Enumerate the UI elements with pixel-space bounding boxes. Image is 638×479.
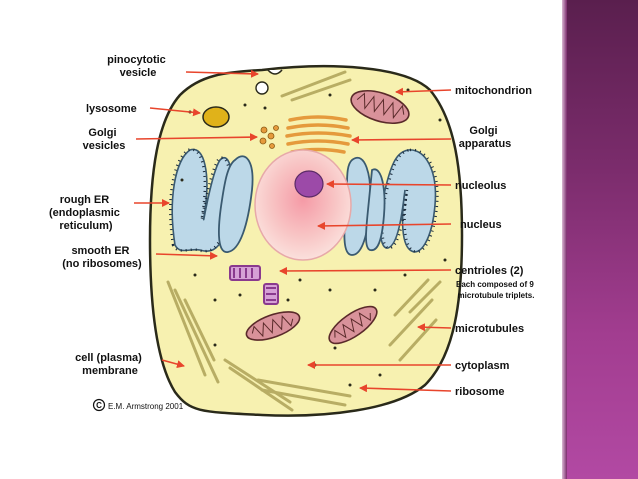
rough-er-right-shape xyxy=(379,148,439,253)
centrioles-note: Each composed of 9 microtubule triplets. xyxy=(456,280,536,300)
nucleus-shape xyxy=(254,149,352,261)
side-panel-edge xyxy=(562,0,567,479)
mitochondrion-label: mitochondrion xyxy=(455,85,532,97)
cell-diagram: pinocytotic vesicle lysosome Golgi vesic… xyxy=(49,54,536,417)
microtubules-label: microtubules xyxy=(455,323,524,335)
copyright-credit: C E.M. Armstrong 2001 xyxy=(92,398,184,412)
lysosome-label: lysosome xyxy=(86,103,137,115)
ribosome-label: ribosome xyxy=(455,386,505,398)
centriole-shapes xyxy=(229,265,279,305)
nucleolus-label: nucleolus xyxy=(455,180,506,192)
rough-er-label: rough ER (endoplasmic reticulum) xyxy=(49,194,123,232)
label-arrows xyxy=(134,69,452,393)
decorative-side-panel xyxy=(567,0,638,479)
smooth-er-label: smooth ER (no ribosomes) xyxy=(62,245,142,270)
rough-er-shape xyxy=(169,148,233,253)
centrioles-label: centrioles (2) xyxy=(455,265,524,277)
cytoplasm-label: cytoplasm xyxy=(455,360,510,372)
lysosome-shape xyxy=(202,106,230,128)
copyright-icon xyxy=(92,398,106,412)
svg-text:C: C xyxy=(96,401,102,410)
golgi-vesicle-shapes xyxy=(259,125,279,149)
nucleolus-shape xyxy=(294,170,324,198)
pinocytotic-vesicle-shape xyxy=(255,69,283,95)
golgi-apparatus-label: Golgi apparatus xyxy=(459,125,512,150)
mitochondrion-shapes xyxy=(245,89,410,345)
smooth-er-shape xyxy=(218,155,386,256)
credit-text: E.M. Armstrong 2001 xyxy=(108,402,184,411)
nucleus-label: nucleus xyxy=(460,219,502,231)
pinocytotic-vesicle-label: pinocytotic vesicle xyxy=(107,54,169,79)
microtubule-shapes xyxy=(166,70,442,412)
golgi-apparatus-shape xyxy=(285,115,352,154)
cell-membrane-label: cell (plasma) membrane xyxy=(75,352,145,377)
golgi-vesicles-label: Golgi vesicles xyxy=(83,127,126,152)
ribosome-dots xyxy=(180,88,447,387)
